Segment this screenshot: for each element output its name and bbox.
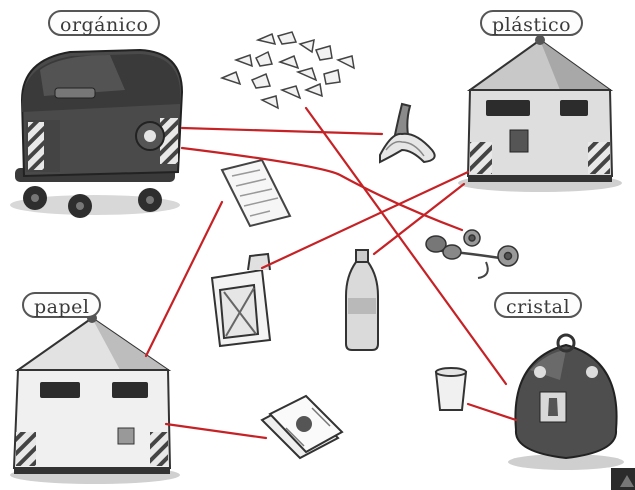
plastic-bottle-item xyxy=(346,250,378,350)
line-paper-letter xyxy=(146,202,222,356)
letter-item xyxy=(222,160,290,226)
label-cristal: cristal xyxy=(494,292,582,318)
label-organico: orgánico xyxy=(48,10,160,36)
label-papel: papel xyxy=(22,292,101,318)
plastic-bin xyxy=(458,35,622,192)
banana-peel-item xyxy=(380,104,435,162)
label-plastico: plástico xyxy=(480,10,583,36)
newspaper-item xyxy=(262,396,342,458)
page-corner-arrow-icon xyxy=(611,468,635,490)
shredded-paper-item xyxy=(222,32,354,108)
line-glassbin-glass xyxy=(468,404,516,420)
line-paper-newspaper xyxy=(166,424,266,438)
drinking-glass-item xyxy=(436,368,466,410)
flowers-item xyxy=(426,230,518,278)
organic-bin xyxy=(10,50,182,218)
line-organic-banana xyxy=(182,128,382,134)
glass-bin xyxy=(508,335,624,470)
